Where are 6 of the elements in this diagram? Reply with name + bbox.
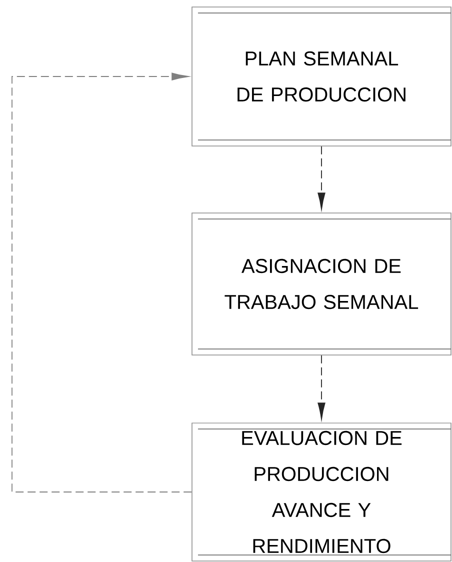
arrow xyxy=(318,146,326,210)
process-box: EVALUACION DE PRODUCCION AVANCE Y RENDIMIENTO xyxy=(192,422,452,562)
arrow xyxy=(12,72,192,492)
arrow xyxy=(318,354,326,420)
process-box: PLAN SEMANAL DE PRODUCCION xyxy=(192,6,452,146)
process-box: ASIGNACION DE TRABAJO SEMANAL xyxy=(192,212,452,356)
